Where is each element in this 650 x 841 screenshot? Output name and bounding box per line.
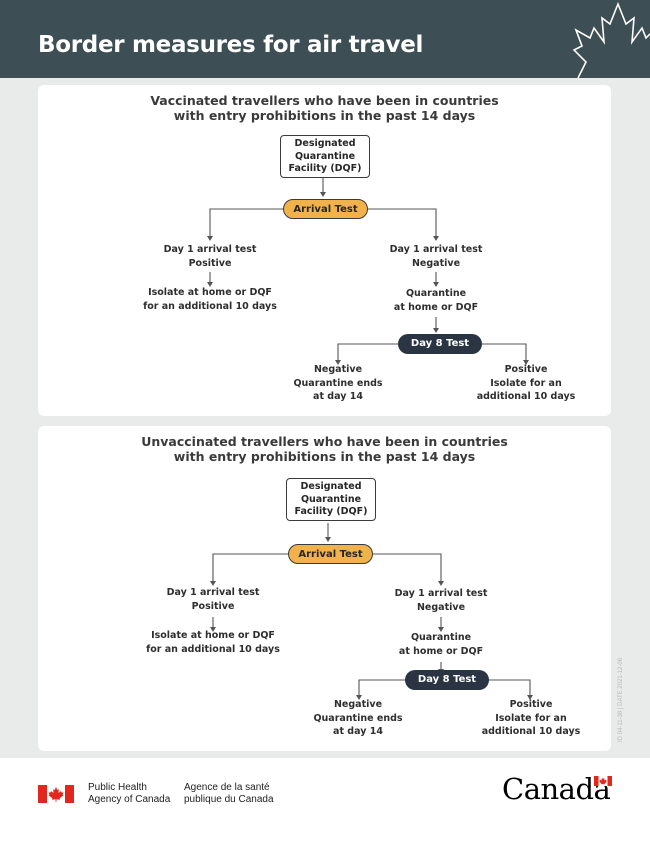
agency-name-fr: Agence de la santé publique du Canada	[184, 782, 274, 805]
day1-negative-label: Day 1 arrival test Negative	[389, 244, 483, 269]
day1-negative-label: Day 1 arrival test Negative	[394, 588, 488, 613]
canada-wordmark: Canada	[502, 772, 611, 806]
day8-test-pill: Day 8 Test	[398, 334, 482, 354]
arrival-test-pill: Arrival Test	[283, 199, 368, 219]
quarantine-label: Quarantine at home or DQF	[398, 632, 484, 657]
panel-title: Vaccinated travellers who have been in c…	[150, 93, 499, 123]
arrival-test-pill: Arrival Test	[288, 544, 373, 564]
dqf-box: Designated Quarantine Facility (DQF)	[280, 135, 370, 178]
day1-positive-label: Day 1 arrival test Positive	[166, 587, 260, 612]
vaccinated-panel: Vaccinated travellers who have been in c…	[38, 85, 611, 416]
unvaccinated-panel: Unvaccinated travellers who have been in…	[38, 426, 611, 751]
header-banner: Border measures for air travel	[0, 0, 650, 78]
isolate-outcome-label: Isolate at home or DQF for an additional…	[143, 287, 277, 312]
page-title: Border measures for air travel	[38, 32, 424, 58]
positive-outcome-label: Positive Isolate for an additional 10 da…	[481, 699, 581, 737]
agency-name-en: Public Health Agency of Canada	[88, 782, 171, 805]
day8-test-pill: Day 8 Test	[405, 670, 489, 690]
document-id: ID 04-11-38 | DATE 2021-12-06	[618, 657, 624, 742]
isolate-outcome-label: Isolate at home or DQF for an additional…	[146, 630, 280, 655]
footer: Public Health Agency of Canada Agence de…	[0, 758, 650, 841]
flow-connectors	[210, 523, 533, 700]
quarantine-label: Quarantine at home or DQF	[393, 288, 479, 313]
canada-flag-icon	[594, 776, 612, 786]
maple-leaf-outline-icon	[572, 1, 650, 78]
negative-outcome-label: Negative Quarantine ends at day 14	[313, 699, 403, 737]
dqf-box: Designated Quarantine Facility (DQF)	[286, 478, 376, 521]
negative-outcome-label: Negative Quarantine ends at day 14	[293, 364, 383, 402]
canada-flag-icon	[38, 785, 74, 803]
panel-title: Unvaccinated travellers who have been in…	[141, 434, 508, 464]
day1-positive-label: Day 1 arrival test Positive	[163, 244, 257, 269]
positive-outcome-label: Positive Isolate for an additional 10 da…	[476, 364, 576, 402]
flow-connectors	[207, 178, 529, 365]
